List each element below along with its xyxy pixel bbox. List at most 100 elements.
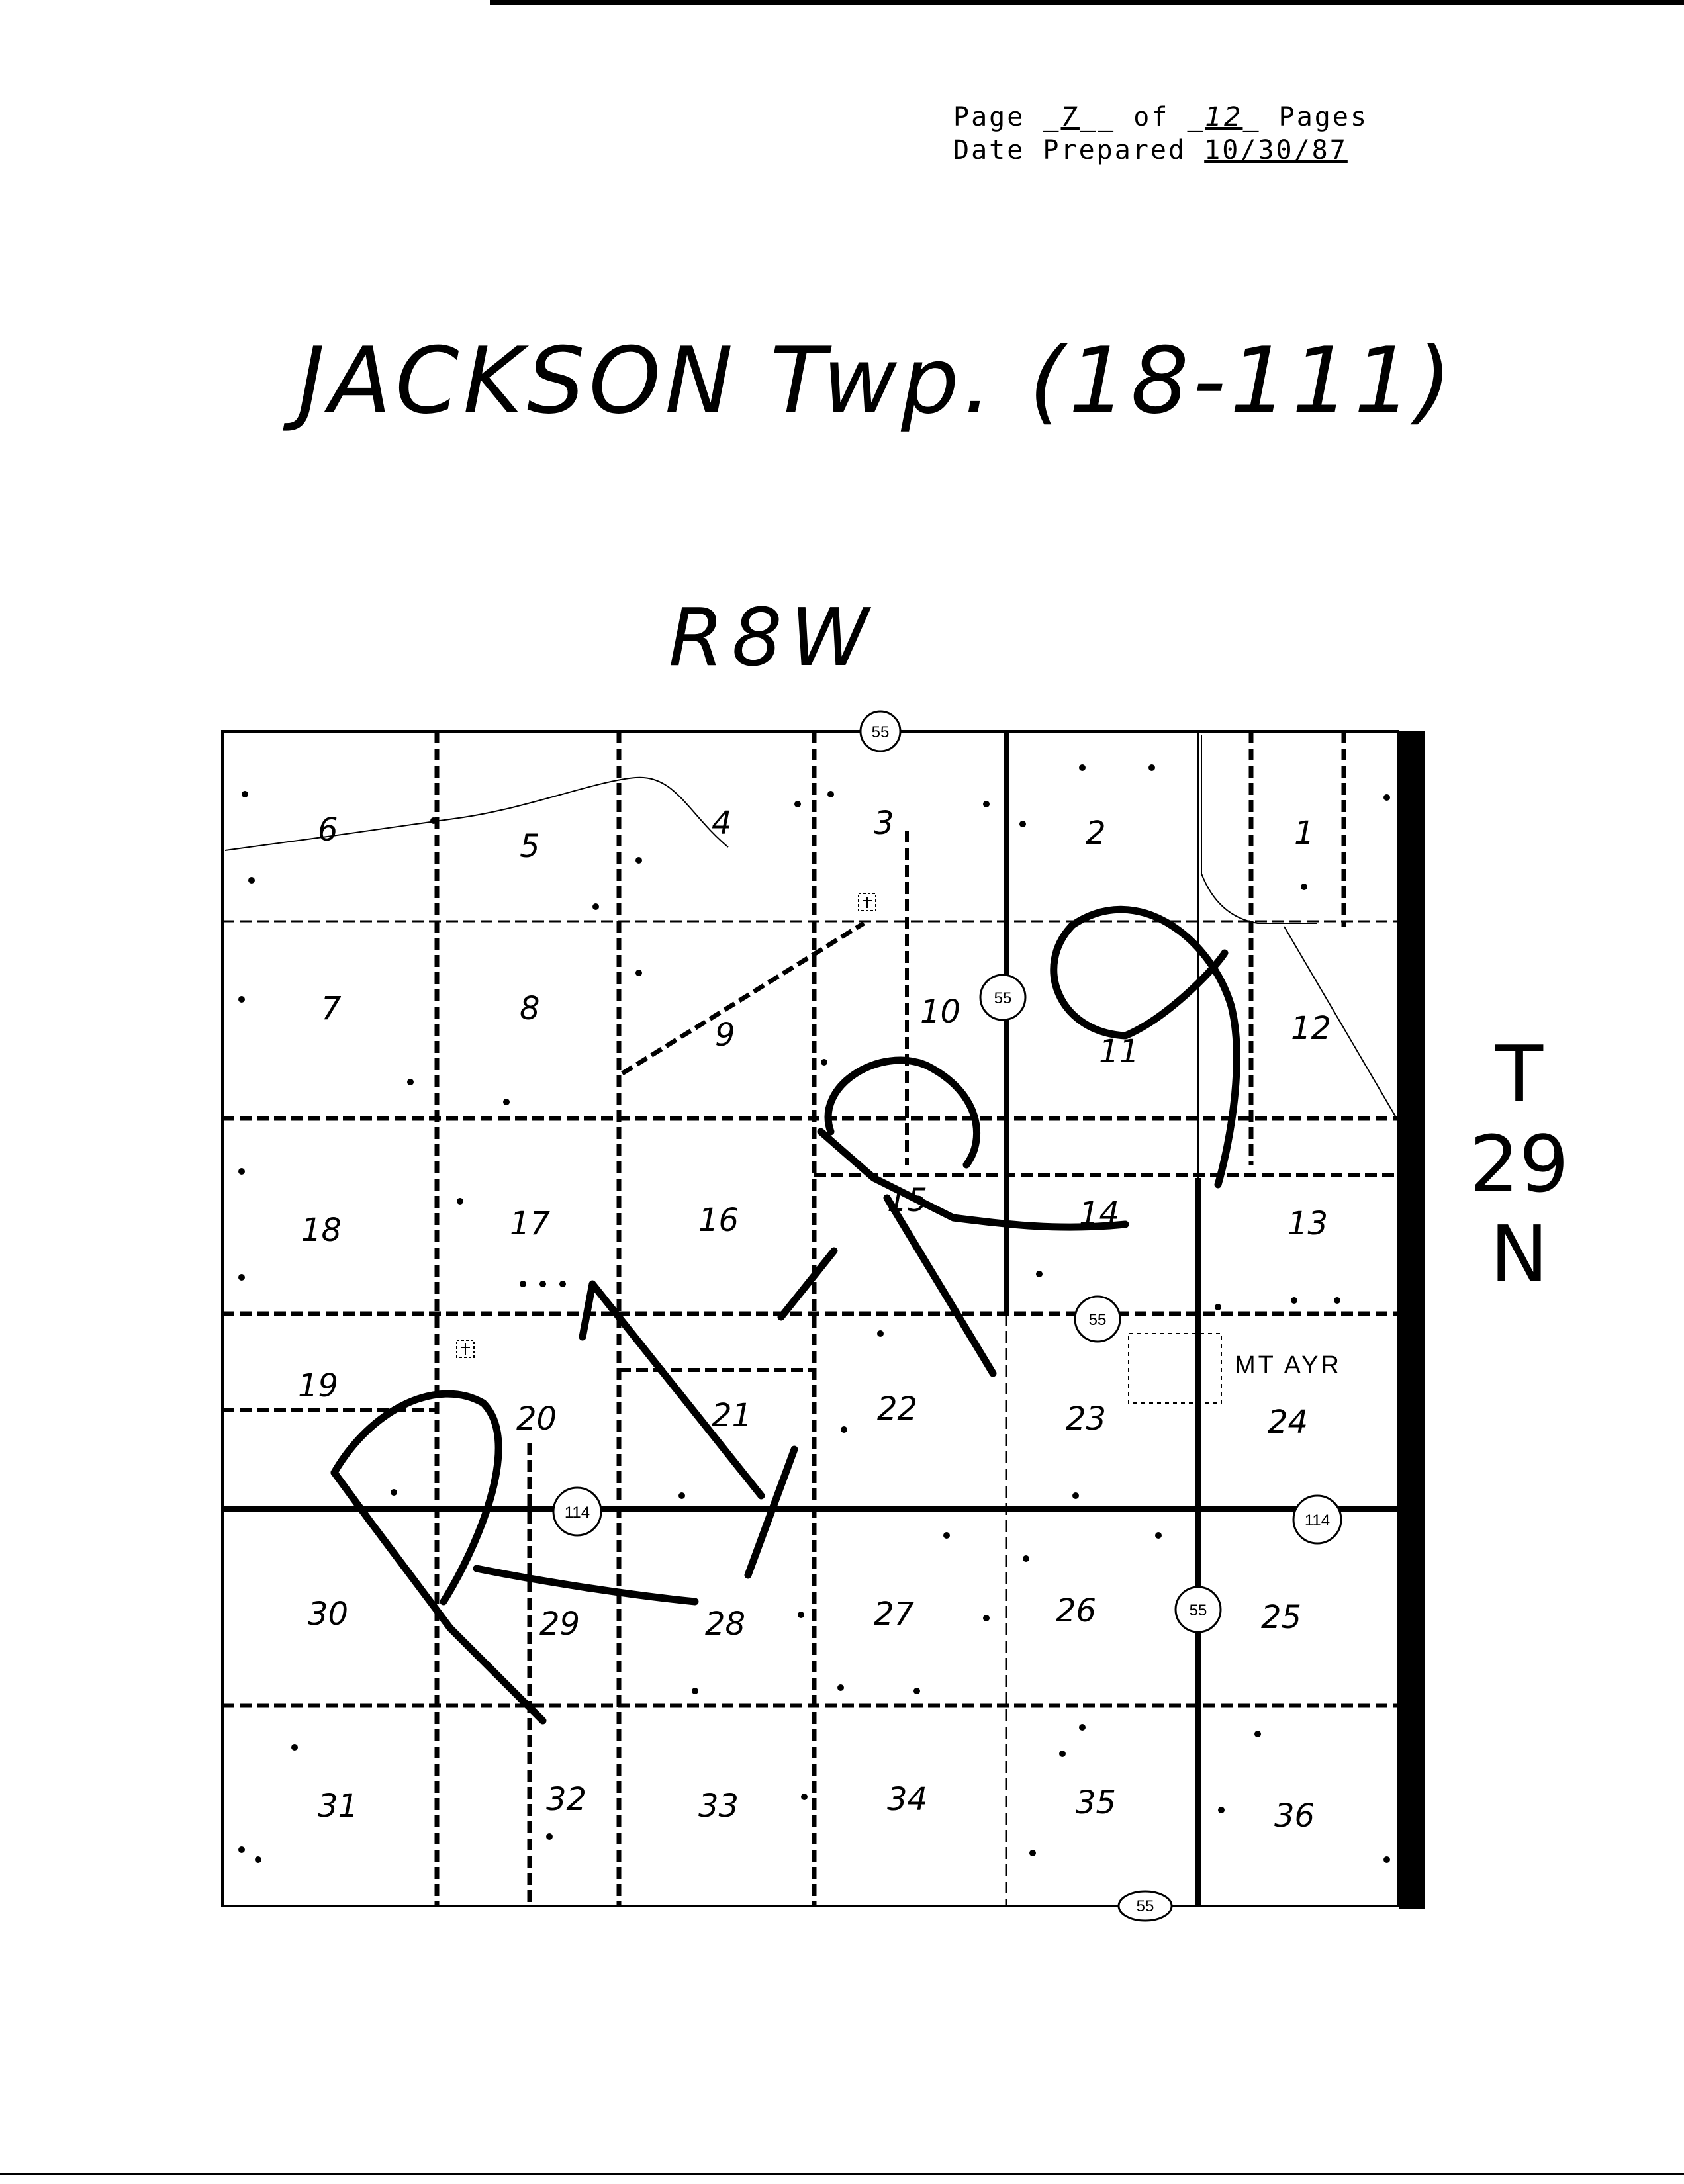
section-5: 5 bbox=[520, 828, 540, 865]
farmstead-dot bbox=[983, 1615, 990, 1621]
farmstead-dot bbox=[238, 996, 245, 1003]
section-numbers: 1 2 3 4 5 6 7 8 9 10 11 12 13 14 15 16 1… bbox=[298, 805, 1331, 1835]
section-30: 30 bbox=[308, 1596, 348, 1633]
farmstead-dot bbox=[248, 877, 255, 884]
township-letter: T bbox=[1495, 1028, 1544, 1120]
township-title: JACKSON Twp. (18-111) bbox=[298, 328, 1456, 434]
diagonal-road bbox=[621, 921, 865, 1075]
annotation-stroke bbox=[817, 1128, 1129, 1231]
section-10: 10 bbox=[920, 993, 960, 1030]
highway-shield: 114 bbox=[1292, 1494, 1342, 1545]
section-33: 33 bbox=[698, 1788, 739, 1825]
annotation-stroke bbox=[777, 1247, 838, 1321]
bottom-border-line bbox=[0, 2173, 1684, 2175]
farmstead-dot bbox=[238, 1274, 245, 1281]
handwritten-annotation bbox=[330, 905, 1240, 1725]
township-direction: N bbox=[1489, 1208, 1549, 1300]
town-boundary bbox=[1128, 1333, 1222, 1404]
highway-shield: 55 bbox=[859, 710, 902, 752]
place-name: MT AYR bbox=[1235, 1351, 1342, 1379]
farmstead-dot bbox=[1334, 1297, 1340, 1304]
section-7: 7 bbox=[321, 990, 342, 1027]
section-28: 28 bbox=[705, 1606, 745, 1643]
farmstead-dot bbox=[592, 903, 599, 910]
farmstead-dot bbox=[520, 1281, 526, 1287]
page-header: Page _7__ of _12_ Pages Date Prepared 10… bbox=[953, 102, 1369, 165]
shield-label: 55 bbox=[1190, 1602, 1207, 1619]
annotation-stroke bbox=[824, 1056, 981, 1169]
farmstead-dot bbox=[1218, 1807, 1225, 1813]
section-34: 34 bbox=[887, 1781, 927, 1818]
highway-shield: 114 bbox=[552, 1486, 602, 1537]
farmstead-dot bbox=[1059, 1751, 1066, 1757]
rail-line bbox=[1284, 926, 1397, 1119]
shield-label: 55 bbox=[872, 723, 890, 741]
page-number: 7 bbox=[1060, 102, 1080, 132]
annotation-stroke bbox=[1050, 921, 1229, 1040]
township-label: T 29 N bbox=[1453, 1029, 1585, 1299]
farmstead-dot bbox=[430, 817, 437, 824]
section-25: 25 bbox=[1261, 1599, 1301, 1636]
section-11: 11 bbox=[1099, 1033, 1139, 1070]
cemetery-symbols bbox=[456, 893, 876, 1358]
east-boundary-bar bbox=[1399, 731, 1425, 1909]
date-value: 10/30/87 bbox=[1204, 135, 1348, 165]
creek-line bbox=[224, 776, 729, 851]
farmstead-dot bbox=[1383, 1856, 1390, 1863]
farmstead-dot bbox=[1155, 1532, 1162, 1539]
of-label: of bbox=[1133, 102, 1170, 132]
section-6: 6 bbox=[318, 811, 338, 848]
creek-line bbox=[1201, 735, 1317, 924]
farmstead-dot bbox=[635, 857, 642, 864]
farmstead-dot bbox=[913, 1688, 920, 1694]
farmstead-dot bbox=[877, 1330, 884, 1337]
total-pages: 12 bbox=[1205, 102, 1243, 132]
farmstead-dot bbox=[1254, 1731, 1261, 1737]
section-23: 23 bbox=[1066, 1400, 1106, 1437]
farmstead-dot bbox=[798, 1612, 804, 1618]
section-12: 12 bbox=[1291, 1010, 1331, 1047]
cemetery-icon bbox=[858, 893, 876, 911]
annotation-stroke bbox=[330, 1390, 502, 1606]
section-29: 29 bbox=[539, 1606, 580, 1643]
section-13: 13 bbox=[1287, 1205, 1328, 1242]
section-20: 20 bbox=[516, 1400, 557, 1437]
farmstead-dot bbox=[837, 1684, 844, 1691]
farmstead-dot bbox=[1383, 794, 1390, 801]
farmstead-dot bbox=[1023, 1555, 1029, 1562]
section-3: 3 bbox=[874, 805, 894, 842]
section-36: 36 bbox=[1274, 1797, 1315, 1835]
section-31: 31 bbox=[318, 1788, 358, 1825]
annotation-stroke bbox=[883, 1194, 997, 1377]
page-label: Page bbox=[953, 102, 1025, 132]
farmstead-dot bbox=[1148, 764, 1155, 771]
annotation-stroke bbox=[330, 1469, 547, 1725]
farmstead-dot bbox=[391, 1489, 397, 1496]
section-19: 19 bbox=[298, 1367, 338, 1404]
highway-shield: 55 bbox=[1117, 1890, 1173, 1922]
farmstead-dot bbox=[821, 1059, 827, 1066]
farmstead-dot bbox=[841, 1426, 847, 1433]
farmstead-dot bbox=[943, 1532, 950, 1539]
farmstead-dot bbox=[238, 1846, 245, 1853]
date-label: Date Prepared bbox=[953, 135, 1187, 165]
pages-label: Pages bbox=[1278, 102, 1369, 132]
shield-label: 114 bbox=[1305, 1512, 1330, 1529]
road-grid bbox=[222, 731, 1398, 1906]
farmstead-dot bbox=[1029, 1850, 1036, 1856]
farmstead-dot bbox=[678, 1492, 685, 1499]
section-2: 2 bbox=[1086, 815, 1106, 852]
farmstead-dot bbox=[407, 1079, 414, 1085]
farmstead-dot bbox=[503, 1099, 510, 1105]
section-16: 16 bbox=[698, 1202, 739, 1239]
section-8: 8 bbox=[520, 990, 540, 1027]
farmstead-dot bbox=[635, 970, 642, 976]
farmstead-dot bbox=[539, 1281, 546, 1287]
shield-label: 55 bbox=[1089, 1311, 1107, 1329]
farmstead-dot bbox=[1301, 884, 1307, 890]
shield-label: 114 bbox=[565, 1504, 590, 1522]
farmstead-dot bbox=[801, 1794, 808, 1800]
top-border-line bbox=[490, 0, 1684, 5]
